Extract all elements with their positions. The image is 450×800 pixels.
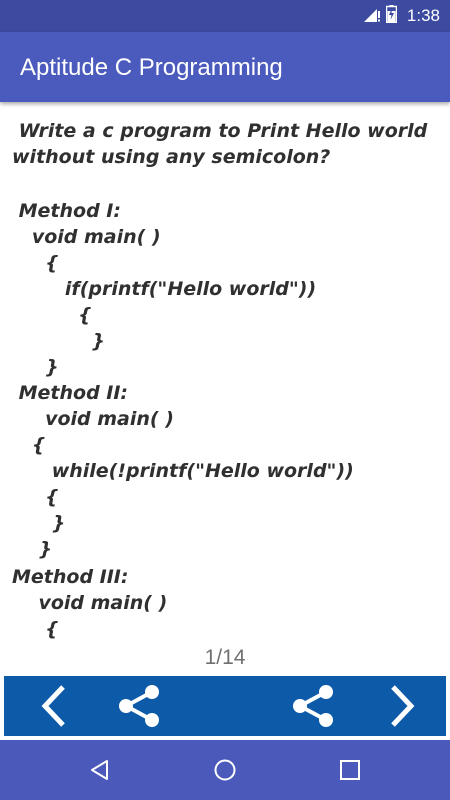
next-button[interactable] xyxy=(374,676,430,736)
chevron-right-icon xyxy=(391,685,415,727)
recents-square-icon xyxy=(340,760,360,780)
previous-button[interactable] xyxy=(26,676,82,736)
code-line: } xyxy=(12,356,59,378)
code-line: { xyxy=(12,304,92,326)
code-line: Method II: xyxy=(12,382,129,404)
code-line: { xyxy=(12,618,59,640)
code-line: void main( ) xyxy=(12,592,168,614)
app-bar: Aptitude C Programming xyxy=(0,32,450,102)
page-title: Aptitude C Programming xyxy=(20,54,283,81)
status-bar: 1:38 xyxy=(0,0,450,32)
chevron-left-icon xyxy=(41,685,65,727)
system-navigation-bar xyxy=(0,740,450,800)
code-line: } xyxy=(12,330,105,352)
back-triangle-icon xyxy=(91,760,108,780)
status-time: 1:38 xyxy=(406,6,440,25)
question-line: without using any semicolon? xyxy=(12,146,331,168)
page-indicator: 1/14 xyxy=(204,646,246,669)
navigation-toolbar xyxy=(4,676,446,736)
code-line: { xyxy=(12,486,59,508)
code-line: Method III: xyxy=(12,566,129,588)
share-button-secondary[interactable] xyxy=(282,676,344,736)
share-icon xyxy=(119,685,159,727)
home-button[interactable] xyxy=(195,740,255,800)
status-icons: 1:38 xyxy=(363,0,440,32)
signal-icon xyxy=(363,6,380,27)
share-icon xyxy=(293,685,333,727)
code-line: } xyxy=(12,538,52,560)
code-line: while(!printf("Hello world")) xyxy=(12,460,354,482)
share-button[interactable] xyxy=(108,676,170,736)
code-line: Method I: xyxy=(12,200,121,222)
battery-icon xyxy=(385,4,398,28)
code-line: void main( ) xyxy=(12,226,161,248)
question-content: Write a c program to Print Hello world w… xyxy=(0,104,450,644)
code-line: void main( ) xyxy=(12,408,174,430)
recents-button[interactable] xyxy=(320,740,380,800)
code-line: { xyxy=(12,434,46,456)
back-button[interactable] xyxy=(70,740,130,800)
code-line: { xyxy=(12,252,59,274)
code-line: if(printf("Hello world")) xyxy=(12,278,317,300)
home-circle-icon xyxy=(214,759,236,781)
question-line: Write a c program to Print Hello world xyxy=(12,120,428,142)
code-line: } xyxy=(12,512,66,534)
